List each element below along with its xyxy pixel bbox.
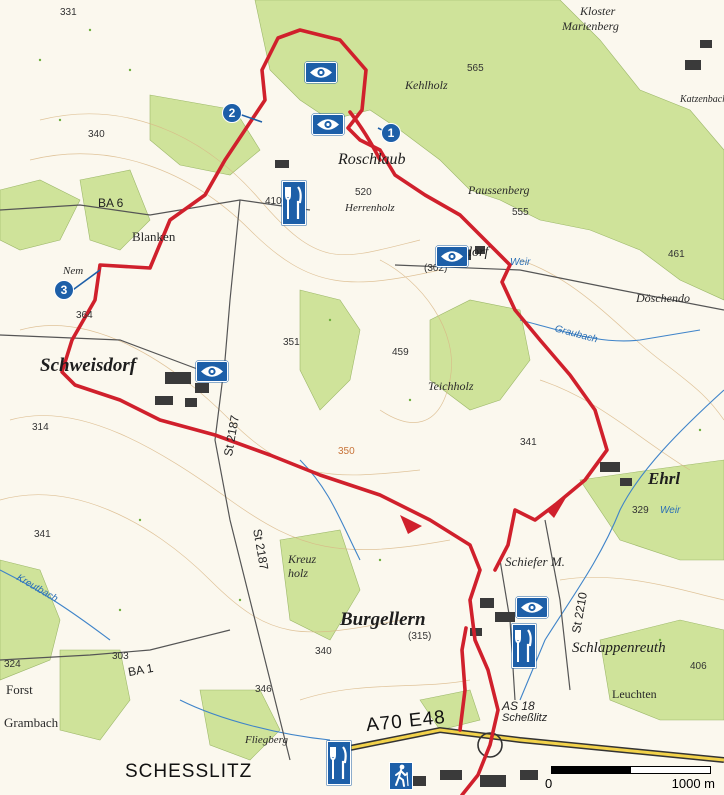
place-marienberg: Marienberg bbox=[562, 19, 619, 33]
waypoint-3[interactable]: 3 bbox=[54, 280, 74, 300]
height-406: 406 bbox=[690, 661, 707, 672]
place-leuchten: Leuchten bbox=[612, 687, 657, 701]
place-doschendorf: Döschendo bbox=[636, 291, 690, 305]
height-461: 461 bbox=[668, 249, 685, 260]
height-341-west: 341 bbox=[34, 529, 51, 540]
height-346: 346 bbox=[255, 684, 272, 695]
waypoint-1[interactable]: 1 bbox=[381, 123, 401, 143]
water-weir-east: Weir bbox=[660, 505, 681, 516]
junction-as18-name: Scheßlitz bbox=[502, 712, 548, 724]
height-329: 329 bbox=[632, 505, 649, 516]
place-forst: Forst bbox=[6, 682, 33, 697]
fork-knife-icon[interactable] bbox=[327, 741, 351, 785]
place-herrenholz: Herrenholz bbox=[345, 202, 395, 214]
place-fliegberg: Fliegberg bbox=[245, 734, 288, 746]
waypoint-2[interactable]: 2 bbox=[222, 103, 242, 123]
place-schlappenreuth: Schlappenreuth bbox=[572, 640, 666, 656]
height-459: 459 bbox=[392, 347, 409, 358]
height-303: 303 bbox=[112, 651, 129, 662]
height-302: (302) bbox=[424, 263, 448, 274]
water-weir-north: Weir bbox=[510, 257, 531, 268]
motorway-a70 bbox=[339, 726, 724, 763]
place-schiefer-muehle: Schiefer M. bbox=[505, 554, 565, 569]
place-blanken: Blanken bbox=[132, 229, 176, 244]
roads bbox=[0, 199, 724, 761]
place-burgellern: Burgellern bbox=[340, 609, 426, 630]
height-341-east: 341 bbox=[520, 437, 537, 448]
height-565: 565 bbox=[467, 63, 484, 74]
scale-bar: 0 1000 m bbox=[545, 760, 715, 792]
height-555: 555 bbox=[512, 207, 529, 218]
height-350: 350 bbox=[338, 446, 355, 457]
height-314: 314 bbox=[32, 422, 49, 433]
height-331: 331 bbox=[60, 7, 77, 18]
hiker-icon[interactable] bbox=[389, 762, 413, 790]
contours bbox=[0, 113, 724, 701]
place-kreuzholz: Kreuz holz bbox=[288, 552, 317, 580]
place-ehrl: Ehrl bbox=[648, 469, 681, 488]
forest-areas bbox=[0, 0, 724, 761]
fork-knife-icon[interactable] bbox=[512, 624, 536, 668]
route-arrows bbox=[400, 496, 567, 534]
place-schweisdorf: Schweisdorf bbox=[40, 355, 137, 376]
place-katzenbach: Katzenbach bbox=[680, 94, 724, 105]
height-520: 520 bbox=[355, 187, 372, 198]
place-teichholz: Teichholz bbox=[428, 379, 474, 393]
height-351: 351 bbox=[283, 337, 300, 348]
height-315: (315) bbox=[408, 631, 432, 642]
place-grambach: Grambach bbox=[4, 715, 59, 730]
vegetation-dots bbox=[38, 28, 702, 642]
height-410: 410 bbox=[265, 196, 282, 207]
height-364: 364 bbox=[76, 310, 93, 321]
height-340-south: 340 bbox=[315, 646, 332, 657]
eye-icon[interactable] bbox=[516, 597, 548, 618]
height-324: 324 bbox=[4, 659, 21, 670]
scale-bar-graphic bbox=[551, 766, 711, 774]
place-schesslitz: SCHESSLITZ bbox=[125, 761, 253, 782]
place-nemsberg: Nem bbox=[63, 265, 84, 277]
height-340: 340 bbox=[88, 129, 105, 140]
place-roschlaub: Roschlaub bbox=[338, 151, 406, 168]
place-kloster: Kloster bbox=[580, 4, 616, 18]
place-paussenberg: Paussenberg bbox=[468, 183, 530, 197]
junction-as18: AS 18 bbox=[502, 699, 535, 713]
scale-start-label: 0 bbox=[545, 776, 553, 791]
scale-end-label: 1000 m bbox=[671, 776, 715, 791]
road-ba6: BA 6 bbox=[98, 196, 124, 210]
fork-knife-icon[interactable] bbox=[282, 181, 306, 225]
hiking-route bbox=[60, 28, 609, 795]
place-kehlholz: Kehlholz bbox=[405, 78, 448, 92]
eye-icon[interactable] bbox=[436, 246, 468, 267]
eye-icon[interactable] bbox=[312, 114, 344, 135]
eye-icon[interactable] bbox=[196, 361, 228, 382]
eye-icon[interactable] bbox=[305, 62, 337, 83]
streams bbox=[0, 319, 724, 741]
